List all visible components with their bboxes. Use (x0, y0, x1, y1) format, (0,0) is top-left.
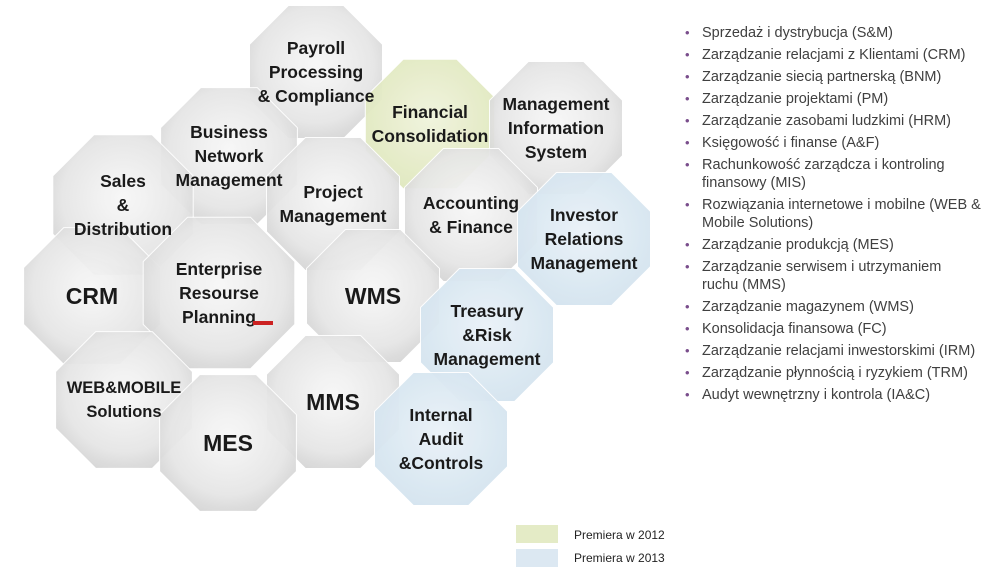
legend-item-text: Audyt wewnętrzny i kontrola (IA&C) (702, 387, 931, 403)
module-octagon-mms (266, 335, 400, 469)
module-label-erp-line-1: Resourse (179, 283, 259, 303)
legend-item: • Sprzedaż i dystrybucja (S&M) (681, 24, 981, 42)
module-label-bnm-line-1: Network (194, 146, 263, 166)
module-label-mms-line-0: MMS (306, 389, 360, 415)
legend-item-text: Konsolidacja finansowa (FC) (702, 321, 887, 337)
bullet-icon: • (685, 69, 690, 84)
module-label-bnm-line-0: Business (190, 122, 268, 142)
premiere-2013-swatch (516, 549, 558, 567)
legend-item-text: Zarządzanie magazynem (WMS) (702, 299, 914, 315)
module-label-trm-line-1: &Risk (462, 325, 512, 345)
erp-accent-bar (253, 321, 273, 325)
module-octagon-mes (159, 374, 297, 512)
bullet-icon: • (685, 343, 690, 358)
module-label-mes-line-0: MES (203, 430, 253, 456)
bullet-icon: • (685, 237, 690, 252)
module-label-project-line-0: Project (303, 182, 362, 202)
bullet-icon: • (685, 25, 690, 40)
legend-item: • Konsolidacja finansowa (FC) (681, 320, 981, 338)
legend-item: • Rozwiązania internetowe i mobilne (WEB … (681, 196, 981, 232)
module-label-payroll-line-1: Processing (269, 62, 363, 82)
module-label-mis-line-1: Information (508, 118, 604, 138)
bullet-icon: • (685, 91, 690, 106)
legend-item-text: Księgowość i finanse (A&F) (702, 135, 880, 151)
bullet-icon: • (685, 321, 690, 336)
module-label-financial-consolidation-line-1: Consolidation (372, 126, 489, 146)
legend-item-text: Zarządzanie projektami (PM) (702, 91, 889, 107)
legend-item-text: Zarządzanie relacjami inwestorskimi (IRM… (702, 343, 976, 359)
module-label-wms-line-0: WMS (345, 283, 401, 309)
premiere-2012-label: Premiera w 2012 (574, 528, 665, 542)
module-label-erp-line-2: Planning (182, 307, 256, 327)
bullet-icon: • (685, 47, 690, 62)
legend-item-text: Zarządzanie płynnością i ryzykiem (TRM) (702, 365, 968, 381)
legend-item-text: Zarządzanie relacjami z Klientami (CRM) (702, 47, 966, 63)
module-octagon-iac (374, 372, 508, 506)
module-label-financial-consolidation-line-0: Financial (392, 102, 468, 122)
legend-item-text: Zarządzanie produkcją (MES) (702, 237, 894, 253)
module-label-irm-line-0: Investor (550, 205, 618, 225)
legend-item: • Zarządzanie projektami (PM) (681, 90, 981, 108)
legend-item: • Zarządzanie relacjami inwestorskimi (IR… (681, 342, 981, 360)
module-label-accounting-line-0: Accounting (423, 193, 519, 213)
legend-item-text: Rozwiązania internetowe i mobilne (WEB &… (702, 197, 981, 231)
module-label-bnm-line-2: Management (176, 170, 283, 190)
module-label-payroll-line-0: Payroll (287, 38, 345, 58)
bullet-icon: • (685, 387, 690, 402)
module-octagon-erp (142, 216, 296, 370)
module-label-project-line-1: Management (280, 206, 387, 226)
premiere-2012-swatch (516, 525, 558, 543)
module-label-trm-line-0: Treasury (451, 301, 524, 321)
module-label-mis-line-2: System (525, 142, 587, 162)
legend-item-text: Zarządzanie siecią partnerską (BNM) (702, 69, 942, 85)
legend-item: • Zarządzanie siecią partnerską (BNM) (681, 68, 981, 86)
module-label-sales-line-1: & (117, 195, 130, 215)
bullet-icon: • (685, 299, 690, 314)
module-label-irm-line-2: Management (531, 253, 638, 273)
bullet-icon: • (685, 197, 690, 212)
module-label-iac-line-0: Internal (409, 405, 472, 425)
module-label-payroll-line-2: & Compliance (258, 86, 375, 106)
bullet-icon: • (685, 113, 690, 128)
legend-item: • Rachunkowość zarządcza i kontroling fin… (681, 156, 981, 192)
legend-item: • Zarządzanie płynnością i ryzykiem (TRM) (681, 364, 981, 382)
bullet-icon: • (685, 259, 690, 274)
legend-item: • Zarządzanie serwisem i utrzymaniem ruch… (681, 258, 981, 294)
bullet-icon: • (685, 157, 690, 172)
module-label-web-mobile-line-0: WEB&MOBILE (67, 379, 182, 397)
module-label-sales-line-0: Sales (100, 171, 146, 191)
legend-item-text: Rachunkowość zarządcza i kontroling fina… (702, 157, 945, 191)
module-label-erp-line-0: Enterprise (176, 259, 263, 279)
legend-item: • Zarządzanie magazynem (WMS) (681, 298, 981, 316)
legend-item: • Księgowość i finanse (A&F) (681, 134, 981, 152)
module-legend-list: • Sprzedaż i dystrybucja (S&M) • Zarządzani… (681, 24, 981, 408)
module-label-web-mobile-line-1: Solutions (86, 403, 161, 421)
module-label-iac-line-1: Audit (419, 429, 464, 449)
module-octagon-web-mobile (55, 331, 193, 469)
legend-item-text: Sprzedaż i dystrybucja (S&M) (702, 25, 893, 41)
module-octagon-irm (517, 172, 651, 306)
module-label-trm-line-2: Management (434, 349, 541, 369)
module-label-iac-line-2: &Controls (399, 453, 484, 473)
module-label-crm-line-0: CRM (66, 283, 118, 309)
legend-item: • Zarządzanie zasobami ludzkimi (HRM) (681, 112, 981, 130)
module-label-irm-line-1: Relations (545, 229, 624, 249)
legend-item-text: Zarządzanie serwisem i utrzymaniem ruchu… (702, 259, 942, 293)
module-label-mis-line-0: Management (503, 94, 610, 114)
legend-item-text: Zarządzanie zasobami ludzkimi (HRM) (702, 113, 951, 129)
bullet-icon: • (685, 365, 690, 380)
legend-item: • Zarządzanie produkcją (MES) (681, 236, 981, 254)
legend-item: • Zarządzanie relacjami z Klientami (CRM) (681, 46, 981, 64)
premiere-2013-label: Premiera w 2013 (574, 551, 665, 565)
module-label-sales-line-2: Distribution (74, 219, 172, 239)
bullet-icon: • (685, 135, 690, 150)
module-label-accounting-line-1: & Finance (429, 217, 513, 237)
legend-item: • Audyt wewnętrzny i kontrola (IA&C) (681, 386, 981, 404)
